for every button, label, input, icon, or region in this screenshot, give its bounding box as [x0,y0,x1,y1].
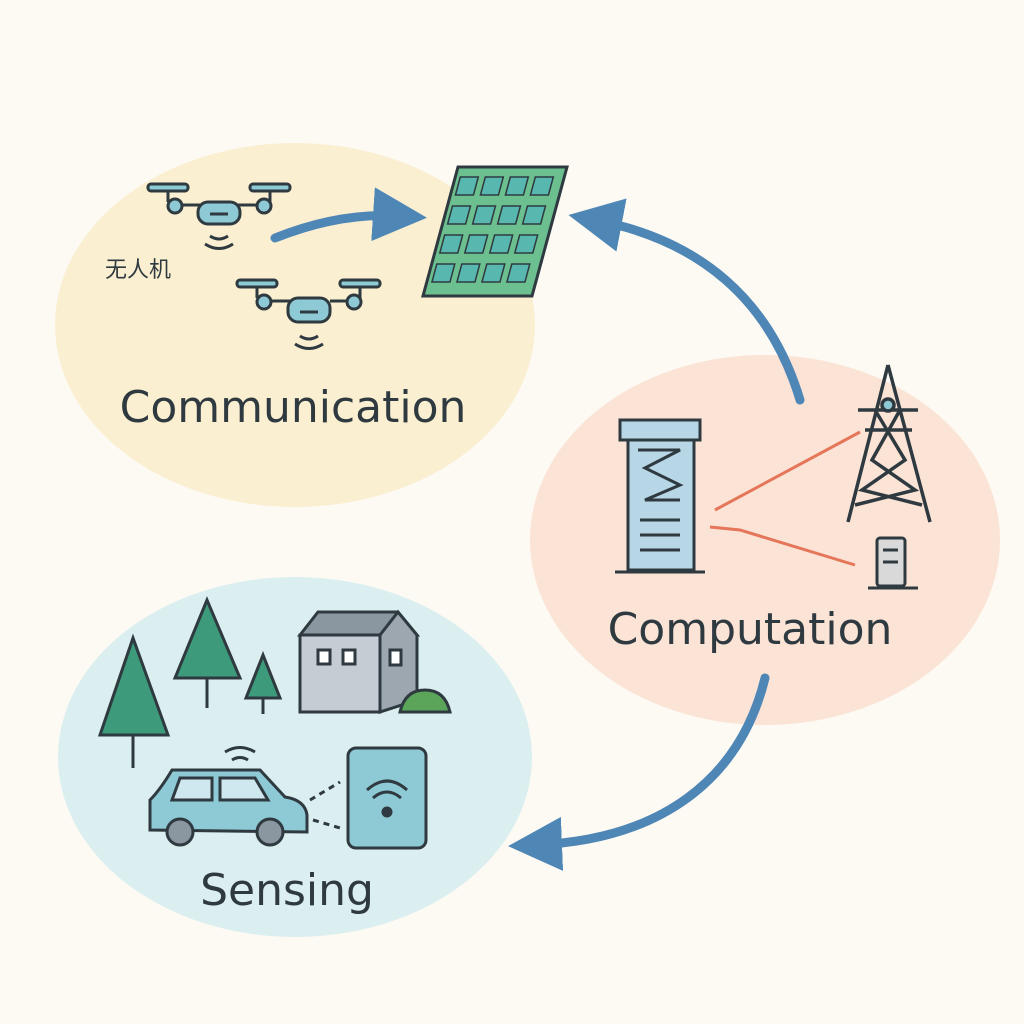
server-tower-icon [615,418,705,574]
solar-cell [521,205,547,225]
solar-cell [504,176,530,196]
solar-cell [455,263,481,283]
arrow-computation-to-communication [568,198,805,405]
solar-cell [480,263,506,283]
arrow-drone-to-panel [270,187,427,243]
computation-label: Computation [608,604,893,655]
solar-cell [454,176,480,196]
solar-cell [438,234,464,254]
sensing-label: Sensing [200,865,374,916]
solar-cell [430,263,456,283]
house-icon [296,609,452,715]
solar-cell [471,205,497,225]
transmission-tower-icon [846,364,932,523]
drone-caption: 无人机 [105,258,171,283]
arrow-computation-to-sensing [508,673,770,871]
solar-cell [496,205,522,225]
tree-icon [172,596,243,708]
server-cabinet-icon [868,536,918,590]
solar-cell [529,176,555,196]
computation-region [530,355,1000,725]
solar-panel-icon [421,165,569,298]
solar-cell [446,205,472,225]
tree-icon [243,650,283,714]
solar-cell [463,234,489,254]
tree-icon [97,633,171,768]
solar-cell [479,176,505,196]
solar-cell [513,234,539,254]
drone-icon [146,182,292,250]
link-line [709,525,856,567]
drone-icon [235,278,382,350]
solar-cell [505,263,531,283]
solar-cell [488,234,514,254]
car-icon [148,746,341,847]
wireless-sensor-icon [346,746,428,850]
link-line [714,430,861,512]
communication-label: Communication [120,382,467,433]
